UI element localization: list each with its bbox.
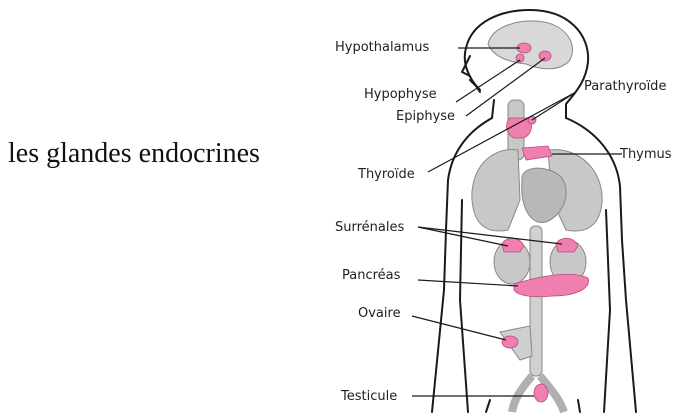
label-epiphyse: Epiphyse — [396, 109, 455, 124]
label-hypophyse: Hypophyse — [364, 87, 437, 102]
epiphyse-gland — [539, 51, 551, 61]
hypophyse-gland — [516, 54, 524, 62]
ovaire-gland — [502, 336, 518, 348]
surrenale-right-gland — [556, 238, 578, 252]
label-testicule: Testicule — [340, 389, 397, 404]
label-pancreas: Pancréas — [342, 268, 401, 283]
thymus-gland — [522, 146, 552, 160]
label-hypothalamus: Hypothalamus — [335, 40, 429, 55]
testicule-gland — [534, 384, 548, 402]
label-thymus: Thymus — [619, 147, 672, 162]
label-surrenales: Surrénales — [335, 220, 404, 235]
label-ovaire: Ovaire — [358, 306, 401, 321]
label-thyroide: Thyroïde — [357, 167, 415, 182]
label-parathyroide: Parathyroïde — [584, 79, 666, 94]
